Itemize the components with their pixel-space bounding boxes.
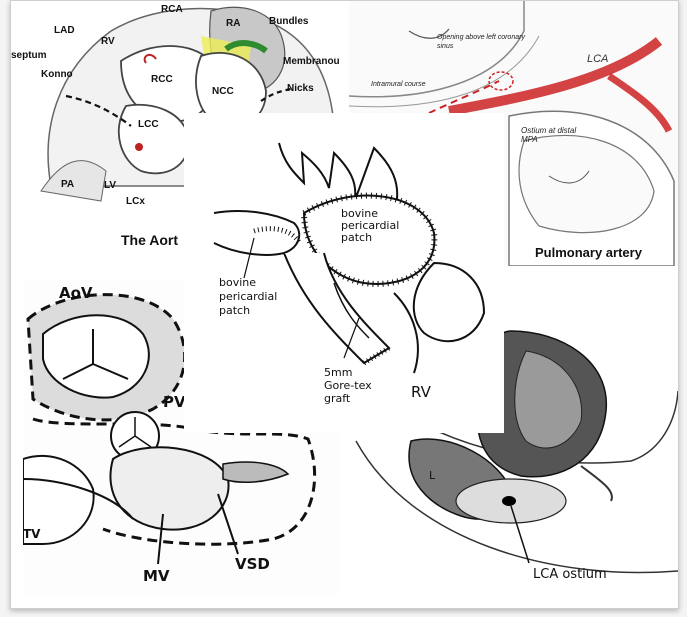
pa-label: PA — [61, 179, 75, 190]
vsd-drawing — [23, 293, 316, 565]
bundles-label: Bundles — [269, 16, 309, 27]
mv-label: MV — [143, 567, 170, 585]
rv-center-label: RV — [411, 383, 431, 401]
collage-sheet: RCA LAD RV septum Konno RA Bundles Membr… — [10, 0, 679, 609]
lca-ostium-drawing — [355, 330, 678, 574]
lca-label: LCA — [587, 53, 609, 65]
pulmonary-caption: Pulmonary artery — [535, 245, 642, 260]
vsd-panel: AoV PV MV VSD TV — [23, 279, 339, 594]
surgical-repair-drawing — [184, 113, 504, 433]
lca-ostium-label: LCA ostium — [533, 567, 607, 582]
bovine-patch-top-label: bovine pericardial patch — [341, 207, 400, 244]
aorta-caption: The Aort — [121, 232, 179, 248]
septum-label: septum — [11, 50, 47, 61]
ostium-distal-label: Ostium at distal MPA — [521, 126, 577, 144]
goretex-graft-label: 5mm Gore-tex graft — [324, 366, 372, 405]
vsd-label: VSD — [235, 555, 270, 573]
lcc-label: LCC — [138, 119, 159, 130]
rcc-label: RCC — [151, 74, 173, 85]
bovine-patch-left-label: bovine pericardial patch — [219, 276, 278, 317]
surgical-repair-panel: bovine pericardial patch bovine pericard… — [184, 113, 504, 433]
membranous-label: Membranou — [283, 56, 340, 67]
tv-label: TV — [23, 527, 41, 541]
nicks-label: Nicks — [287, 83, 314, 94]
rv-label: RV — [101, 36, 115, 47]
rca-label: RCA — [161, 4, 183, 15]
konno-label: Konno — [41, 69, 73, 80]
pv-label: PV — [163, 393, 186, 411]
intramural-label: Intramural course — [371, 81, 426, 88]
l-label: L — [429, 469, 436, 482]
opening-above-label: Opening above left coronary sinus — [437, 34, 525, 50]
ncc-label: NCC — [212, 86, 234, 97]
lv-label: LV — [104, 180, 117, 191]
aov-label: AoV — [59, 284, 93, 302]
ra-label: RA — [226, 18, 241, 29]
lcx-label: LCx — [126, 196, 145, 207]
lad-label: LAD — [54, 25, 75, 36]
